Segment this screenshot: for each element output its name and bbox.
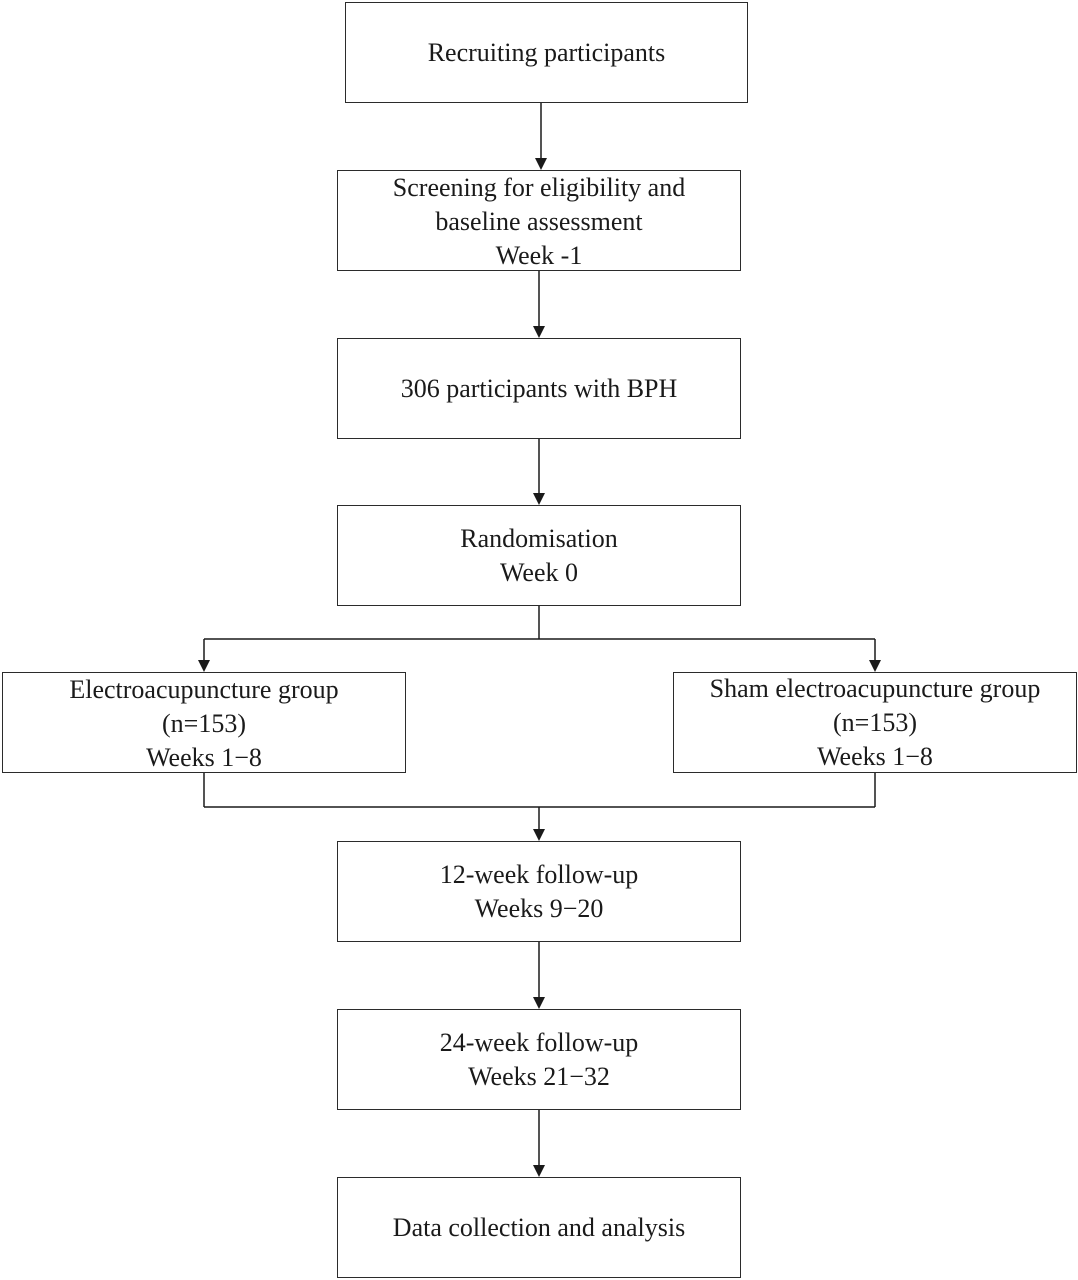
electroacupuncture-label: Electroacupuncture group [69, 675, 339, 704]
followup-12-label: 12-week follow-up [439, 859, 639, 889]
followup-12-weeks: Weeks 9−20 [474, 893, 604, 923]
randomisation-label: Randomisation [460, 523, 618, 553]
screening-box: Screening for eligibility and baseline a… [337, 170, 741, 271]
recruiting-label: Recruiting participants [427, 37, 666, 67]
data-analysis-label: Data collection and analysis [392, 1212, 686, 1242]
followup-24-box: 24-week follow-up Weeks 21−32 [337, 1009, 741, 1110]
electroacupuncture-n: (n=153) [162, 709, 246, 738]
participants-box: 306 participants with BPH [337, 338, 741, 439]
data-analysis-box: Data collection and analysis [337, 1177, 741, 1278]
screening-label: Screening for eligibility and [392, 173, 686, 202]
electroacupuncture-weeks: Weeks 1−8 [146, 743, 262, 772]
followup-12-box: 12-week follow-up Weeks 9−20 [337, 841, 741, 942]
recruiting-participants-box: Recruiting participants [345, 2, 748, 103]
followup-24-label: 24-week follow-up [439, 1027, 639, 1057]
randomisation-week: Week 0 [499, 557, 579, 587]
electroacupuncture-group-box: Electroacupuncture group (n=153) Weeks 1… [2, 672, 406, 773]
sham-weeks: Weeks 1−8 [817, 741, 933, 771]
participants-label: 306 participants with BPH [400, 373, 678, 403]
followup-24-weeks: Weeks 21−32 [468, 1061, 610, 1091]
sham-n: (n=153) [833, 707, 917, 737]
sham-group-box: Sham electroacupuncture group (n=153) We… [673, 672, 1077, 773]
screening-label-line2: baseline assessment [435, 207, 643, 236]
sham-label: Sham electroacupuncture group [709, 673, 1041, 703]
randomisation-box: Randomisation Week 0 [337, 505, 741, 606]
screening-week: Week -1 [495, 241, 583, 270]
